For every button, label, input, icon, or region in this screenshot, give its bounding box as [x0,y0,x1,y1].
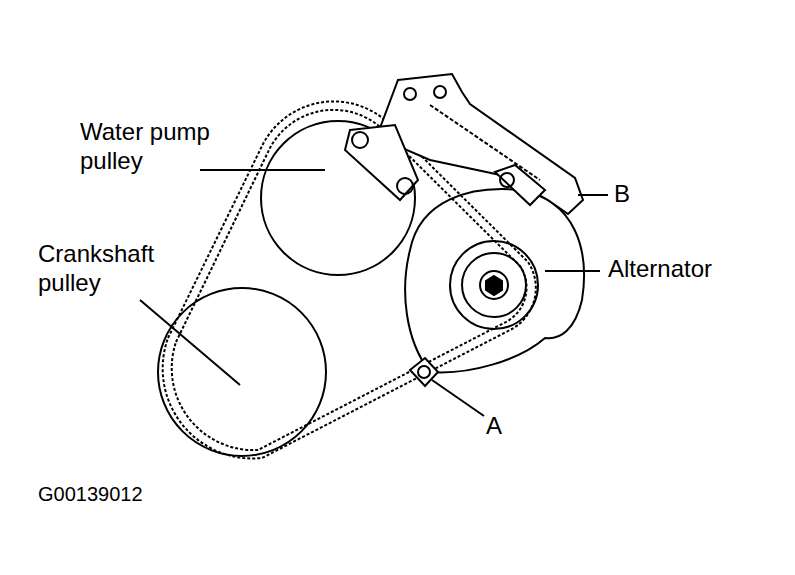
part-label-box: Water pump pulley [80,118,230,176]
part-label-box: Alternator [608,255,778,284]
adjust-link [495,165,545,205]
pulley-nut [480,271,508,299]
bracket-edge [430,105,540,180]
leader-line [140,300,240,385]
alternator-body [405,189,584,372]
bolt [434,86,446,98]
figure-code: G00139012 [38,483,143,505]
pivot-bolt-head [418,366,430,378]
callout-letter-box: B [614,180,654,209]
mounting-bracket [380,74,583,214]
leader-line [578,194,608,196]
callout-letter: A [486,412,502,439]
leader-line [200,169,325,171]
adjust-bolt [500,173,514,187]
bolt [397,178,413,194]
alternator-pulley [450,241,538,329]
callout-letter-box: A [486,412,526,441]
part-label: Crankshaft pulley [38,240,154,296]
part-label-box: Crankshaft pulley [38,240,178,298]
leader-line [545,270,600,272]
crankshaft-pulley [158,288,326,456]
part-label: Water pump pulley [80,118,210,174]
figure-code-box: G00139012 [38,482,238,506]
bolt [352,132,368,148]
nut [486,276,502,295]
bolt [404,88,416,100]
leader-line [432,380,484,416]
part-label: Alternator [608,255,712,282]
callout-letter: B [614,180,630,207]
pump-arm [345,125,418,200]
